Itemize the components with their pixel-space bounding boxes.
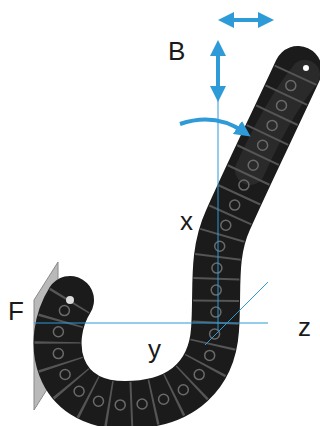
chain-pin <box>221 220 231 230</box>
chain-pin <box>286 81 296 91</box>
chain-link-edges <box>58 70 298 405</box>
chain-pin <box>230 200 240 210</box>
chain-pin <box>211 285 221 295</box>
chain-pin <box>258 140 268 150</box>
z-axis-line <box>205 282 268 345</box>
chain-pin <box>194 370 204 380</box>
axis-label: y <box>148 336 161 362</box>
axis-label: z <box>298 314 311 340</box>
chain-pin <box>53 327 63 337</box>
chain-pins <box>53 81 295 410</box>
chain-pin <box>137 399 147 409</box>
chain-pin <box>53 349 63 359</box>
chain-pin <box>211 307 221 317</box>
y-axis-line <box>34 323 268 324</box>
axis-label: x <box>180 208 193 234</box>
chain-pin <box>115 400 125 410</box>
chain-pin <box>205 350 215 360</box>
chain-pin <box>159 394 169 404</box>
chain-pin <box>248 160 258 170</box>
chain-pin <box>215 241 225 251</box>
chain-pin <box>277 101 287 111</box>
fixed-end-label: F <box>8 298 24 324</box>
motion-label: B <box>168 38 185 64</box>
chain-pin <box>59 306 69 316</box>
end-pin <box>66 296 74 304</box>
x-axis-line <box>218 100 219 330</box>
horizontal-arrow <box>226 18 266 22</box>
chain-pin <box>267 120 277 130</box>
rotation-arrow <box>180 120 244 133</box>
chain-pin <box>94 396 104 406</box>
chain-pin <box>74 386 84 396</box>
chain-pin <box>212 263 222 273</box>
end-pin <box>303 65 309 71</box>
chain-pin <box>210 329 220 339</box>
chain-pin <box>60 370 70 380</box>
vertical-arrow <box>216 48 220 94</box>
chain-pin <box>178 385 188 395</box>
chain-pin <box>239 180 249 190</box>
